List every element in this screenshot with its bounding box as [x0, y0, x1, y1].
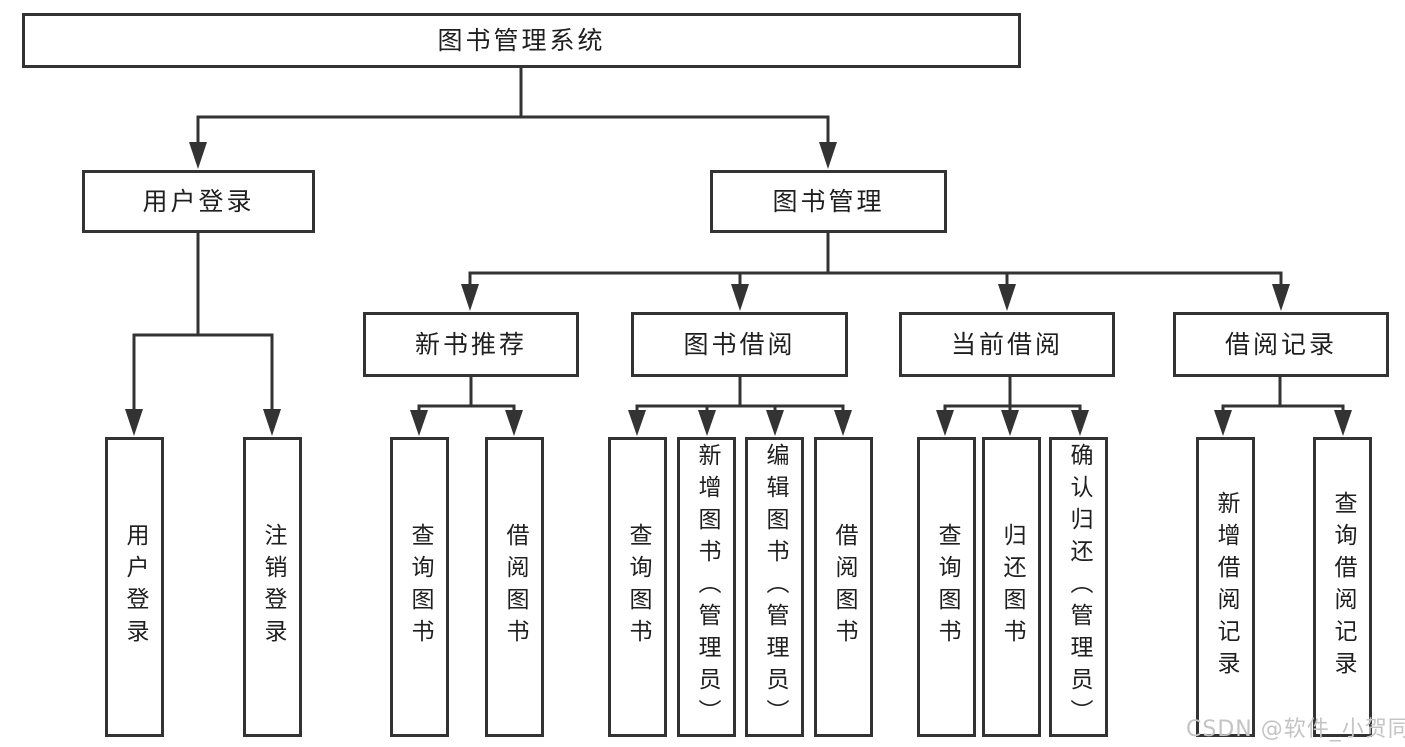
connector-root [189, 66, 837, 169]
watermark: CSDN @软件_小贺同学 [1186, 717, 1405, 742]
node-book-management: 图书管理 [710, 170, 947, 233]
connector-user-login [125, 231, 281, 436]
node-leaf-query-borrow-record: 查询借阅记录 [1313, 437, 1372, 737]
connector-book-borrow [628, 375, 852, 436]
node-leaf-confirm-return-admin: 确认归还（管理员） [1049, 437, 1108, 737]
node-leaf-logout: 注销登录 [243, 437, 302, 737]
node-leaf-query-books-2: 查询图书 [608, 437, 667, 737]
node-leaf-edit-books-admin: 编辑图书（管理员） [745, 437, 804, 737]
node-leaf-borrow-books-1: 借阅图书 [485, 437, 544, 737]
node-leaf-borrow-books-2: 借阅图书 [814, 437, 873, 737]
node-current-borrow: 当前借阅 [899, 312, 1115, 377]
node-leaf-return-books: 归还图书 [982, 437, 1041, 737]
node-user-login: 用户登录 [82, 170, 315, 233]
node-borrow-record: 借阅记录 [1173, 312, 1389, 377]
node-leaf-query-books-3: 查询图书 [917, 437, 976, 737]
node-leaf-user-login: 用户登录 [105, 437, 164, 737]
node-leaf-query-books-1: 查询图书 [390, 437, 449, 737]
connector-book-management [461, 231, 1290, 311]
connector-new-book [410, 375, 523, 436]
node-leaf-add-borrow-record: 新增借阅记录 [1196, 437, 1255, 737]
node-book-borrow: 图书借阅 [631, 312, 848, 377]
node-new-book-recommend: 新书推荐 [363, 312, 579, 377]
connector-borrow-record [1214, 375, 1352, 436]
node-leaf-add-books-admin: 新增图书（管理员） [677, 437, 736, 737]
node-root: 图书管理系统 [22, 13, 1021, 68]
connector-current-borrow [936, 375, 1089, 436]
